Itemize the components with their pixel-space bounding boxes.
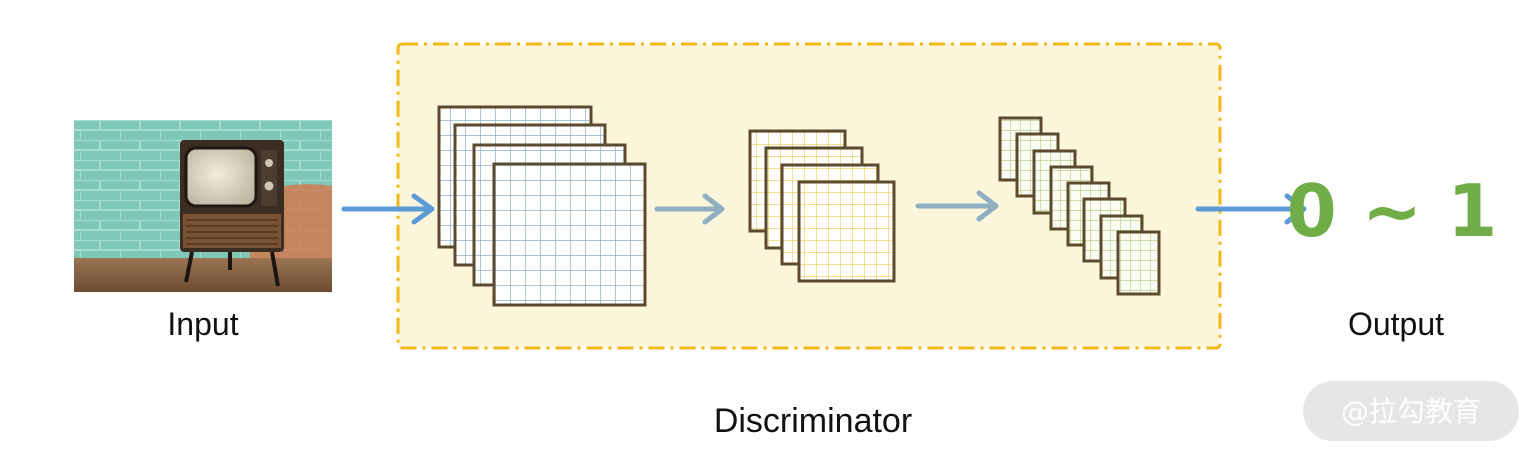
output-value: 0 ~ 1: [1287, 169, 1498, 253]
output-label: Output: [1348, 306, 1444, 342]
watermark: @拉勾教育: [1303, 381, 1519, 441]
arrow-output: [1195, 193, 1307, 225]
arrow-conv-2: [915, 190, 999, 222]
watermark-text: @拉勾教育: [1341, 395, 1481, 428]
feature-map-stack-2: [748, 129, 896, 283]
input-label: Input: [167, 306, 238, 342]
retro-tv-image: [74, 120, 332, 292]
discriminator-label: Discriminator: [714, 402, 912, 440]
feature-map-stack-1: [437, 105, 647, 307]
arrow-conv-1: [654, 193, 725, 225]
feature-map-stack-3: [998, 116, 1161, 296]
arrow-input: [341, 193, 435, 225]
